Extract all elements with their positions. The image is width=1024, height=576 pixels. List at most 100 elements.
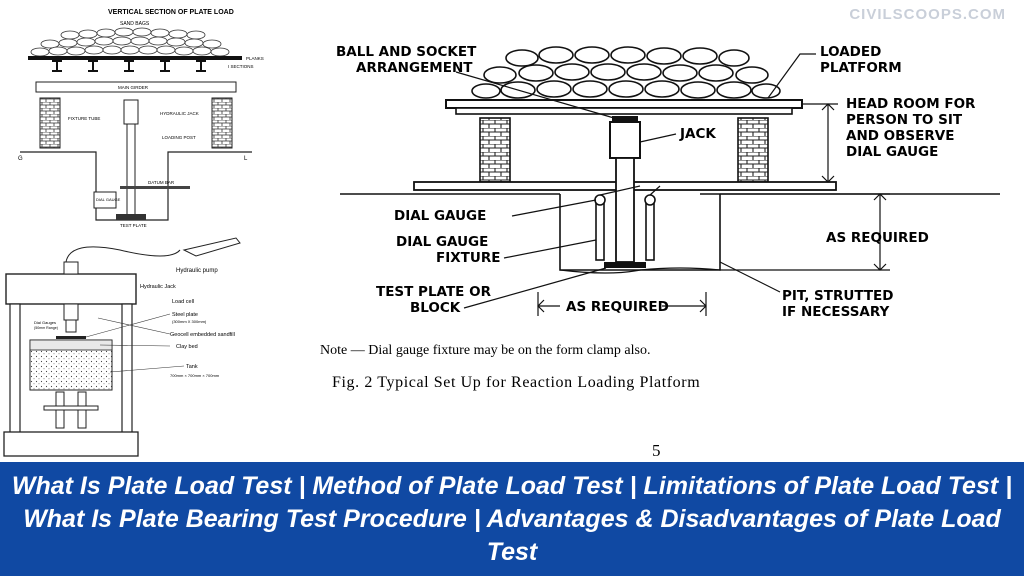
bl-pump-hose [65, 246, 181, 263]
bl-hydraulic-pump [182, 237, 241, 257]
tl-test-plate [116, 214, 146, 220]
label-test-plate-1: TEST PLATE OR [376, 284, 492, 300]
bl-tank-label: Tank [186, 364, 198, 370]
bl-tank-size: 700mm × 700mm × 700mm [170, 373, 220, 378]
main-right-pier [737, 117, 769, 183]
bl-top-block [63, 261, 79, 275]
label-head-room-1: HEAD ROOM FOR [846, 96, 976, 112]
dim-head-room [802, 103, 838, 183]
leader-jack [639, 133, 677, 143]
main-loaded-platform [445, 99, 803, 109]
dim-as-required-v [720, 193, 890, 271]
main-fixture-left [595, 197, 605, 261]
dim-label-bg [560, 298, 662, 314]
main-pit-floor [559, 267, 721, 274]
bl-steel-plate [56, 336, 86, 339]
main-left-pier [479, 117, 511, 183]
main-load-stones [471, 46, 781, 99]
bl-clay-bed-label: Clay bed [176, 344, 198, 350]
label-head-room-2: PERSON TO SIT [846, 112, 963, 128]
bl-left-column [9, 303, 21, 435]
bl-steel-plate-size: (300mm X 300mm) [172, 319, 207, 324]
label-as-required-h: AS REQUIRED [566, 299, 669, 315]
leader-fixture [503, 239, 597, 259]
main-loading-column [615, 157, 635, 263]
main-fixture-right [645, 197, 655, 261]
main-beam [455, 107, 793, 115]
main-gauge-arms [599, 185, 661, 196]
bl-geocell-label: Geocell embedded sandfill [170, 332, 235, 338]
bl-steel-plate-label: Steel plate [172, 312, 198, 318]
label-ball-socket-2: ARRANGEMENT [356, 60, 473, 76]
tl-g-label: G [18, 156, 23, 162]
main-pit [559, 194, 721, 271]
label-as-required-v: AS REQUIRED [826, 230, 929, 246]
tl-datum-bar-label: DATUM BAR [148, 180, 175, 185]
tl-loading-post [126, 123, 136, 221]
bl-dial-gauges-label: Dial Gauges [34, 320, 56, 325]
label-head-room-4: DIAL GAUGE [846, 144, 938, 160]
tl-sand-bags-label: SAND BAGS [120, 21, 150, 27]
bl-geocell-layer [29, 339, 113, 351]
leader-ball-socket [455, 71, 615, 119]
label-jack: JACK [679, 126, 716, 142]
bl-jack-body [63, 303, 79, 321]
title-banner: What Is Plate Load Test | Method of Plat… [0, 462, 1024, 576]
tl-planks [28, 56, 242, 60]
tl-title: VERTICAL SECTION OF PLATE LOAD [108, 9, 234, 16]
page-number: 5 [652, 441, 661, 460]
bl-support-beam [43, 405, 99, 411]
site-watermark: CIVILSCOOPS.COM [849, 6, 1006, 23]
label-fixture-2: FIXTURE [436, 250, 500, 266]
diagram-area: VERTICAL SECTION OF PLATE LOAD SAND BAGS… [3, 9, 1000, 460]
label-dial-gauge: DIAL GAUGE [394, 208, 486, 224]
tl-jack [123, 99, 139, 125]
label-fixture-1: DIAL GAUGE [396, 234, 488, 250]
main-caption: Fig. 2 Typical Set Up for Reaction Loadi… [332, 374, 700, 391]
bl-base [3, 431, 139, 457]
main-ball-socket [612, 116, 638, 122]
main-dial-gauge-right [644, 194, 656, 206]
tl-dial-gauge [93, 191, 117, 209]
tl-planks-label: PLANKS [246, 56, 264, 61]
main-dial-gauge-left [594, 194, 606, 206]
tl-right-pier [211, 97, 233, 149]
bl-leader-lines [85, 313, 185, 373]
diagram-svg: VERTICAL SECTION OF PLATE LOAD SAND BAGS… [3, 9, 1000, 460]
tl-sand-bags [30, 27, 230, 57]
tl-main-girder [35, 81, 237, 93]
tl-test-plate-label: TEST PLATE [120, 223, 147, 228]
label-test-plate-2: BLOCK [410, 300, 461, 316]
bottom-left-test-rig: Hydraulic pump Hydraulic Jack Load cell … [3, 237, 241, 457]
bl-hydraulic-pump-label: Hydraulic pump [176, 268, 218, 274]
tl-i-sections [52, 60, 206, 72]
leader-test-plate [463, 267, 607, 309]
tl-l-label: L [244, 156, 248, 162]
main-note: Note — Dial gauge fixture may be on the … [320, 343, 650, 358]
main-jack [609, 121, 641, 159]
label-head-room-3: AND OBSERVE [846, 128, 954, 144]
leader-loaded [767, 53, 816, 99]
label-ball-socket-1: BALL AND SOCKET [336, 44, 477, 60]
label-pit-1: PIT, STRUTTED [782, 288, 893, 304]
bl-load-cell [65, 319, 77, 333]
label-loaded-2: PLATFORM [820, 60, 902, 76]
bl-hydraulic-jack-label: Hydraulic Jack [140, 284, 176, 290]
tl-fixture-label: FIXTURE TUBE [68, 116, 100, 121]
banner-title: What Is Plate Load Test | Method of Plat… [11, 471, 1013, 566]
bl-load-cell-label: Load cell [172, 299, 194, 305]
leader-pit [719, 261, 781, 293]
label-pit-2: IF NECESSARY [782, 304, 890, 320]
main-test-plate [604, 262, 646, 268]
tl-loading-post-label: LOADING POST [162, 135, 196, 140]
main-reaction-platform-diagram: BALL AND SOCKET ARRANGEMENT LOADED PLATF… [320, 44, 1000, 460]
tl-dial-gauge-label: DIAL GAUGE [96, 197, 121, 202]
leader-dial-gauge [511, 199, 597, 217]
bl-reaction-beam [5, 273, 137, 305]
tl-main-girder-label: MAIN GIRDER [118, 85, 149, 90]
label-loaded-1: LOADED [820, 44, 881, 60]
tl-left-pier [39, 97, 61, 149]
tl-hydraulic-jack-label: HYDRAULIC JACK [160, 111, 199, 116]
bl-dial-gauges-range: (50mm Range) [34, 326, 58, 330]
tl-i-sections-label: I SECTIONS [228, 64, 254, 69]
